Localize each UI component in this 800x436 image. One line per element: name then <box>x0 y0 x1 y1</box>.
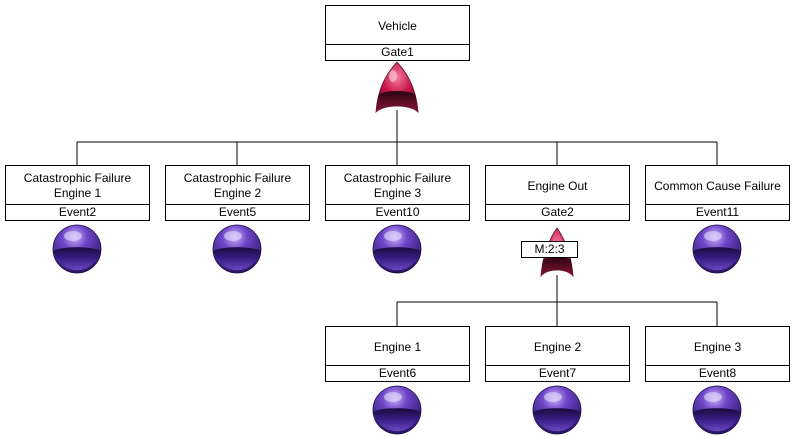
node-label: Engine 1 <box>373 339 422 354</box>
node-id: Gate1 <box>326 44 469 60</box>
basic-event-icon[interactable] <box>372 385 422 435</box>
node-label: Engine 2 <box>533 339 582 354</box>
node-label: Catastrophic Failure Engine 3 <box>343 171 452 200</box>
event-node-engine-3[interactable]: Engine 3 Event8 <box>645 326 790 382</box>
basic-event-icon[interactable] <box>372 224 422 274</box>
gate-node-engine-out[interactable]: Engine Out Gate2 <box>485 165 630 221</box>
event-node-engine-2[interactable]: Engine 2 Event7 <box>485 326 630 382</box>
node-id: Event2 <box>6 204 149 220</box>
node-id: Gate2 <box>486 204 629 220</box>
event-node-catastrophic-failure-engine-3[interactable]: Catastrophic Failure Engine 3 Event10 <box>325 165 470 221</box>
basic-event-icon[interactable] <box>692 385 742 435</box>
node-id: Event6 <box>326 365 469 381</box>
vote-threshold-label: M:2:3 <box>521 241 578 258</box>
node-id: Event5 <box>166 204 309 220</box>
basic-event-icon[interactable] <box>52 224 102 274</box>
node-label: Catastrophic Failure Engine 2 <box>183 171 292 200</box>
event-node-catastrophic-failure-engine-2[interactable]: Catastrophic Failure Engine 2 Event5 <box>165 165 310 221</box>
node-id: Event11 <box>646 204 789 220</box>
gate-node-vehicle[interactable]: Vehicle Gate1 <box>325 5 470 61</box>
basic-event-icon[interactable] <box>212 224 262 274</box>
basic-event-icon[interactable] <box>692 224 742 274</box>
or-gate-icon[interactable] <box>374 60 420 114</box>
node-label: Engine 3 <box>693 339 742 354</box>
node-label: Common Cause Failure <box>654 178 781 193</box>
node-id: Event10 <box>326 204 469 220</box>
event-node-common-cause-failure[interactable]: Common Cause Failure Event11 <box>645 165 790 221</box>
event-node-engine-1[interactable]: Engine 1 Event6 <box>325 326 470 382</box>
node-label: Vehicle <box>378 18 417 33</box>
node-label: Engine Out <box>527 178 588 193</box>
node-id: Event7 <box>486 365 629 381</box>
event-node-catastrophic-failure-engine-1[interactable]: Catastrophic Failure Engine 1 Event2 <box>5 165 150 221</box>
node-id: Event8 <box>646 365 789 381</box>
node-label: Catastrophic Failure Engine 1 <box>23 171 132 200</box>
basic-event-icon[interactable] <box>532 385 582 435</box>
